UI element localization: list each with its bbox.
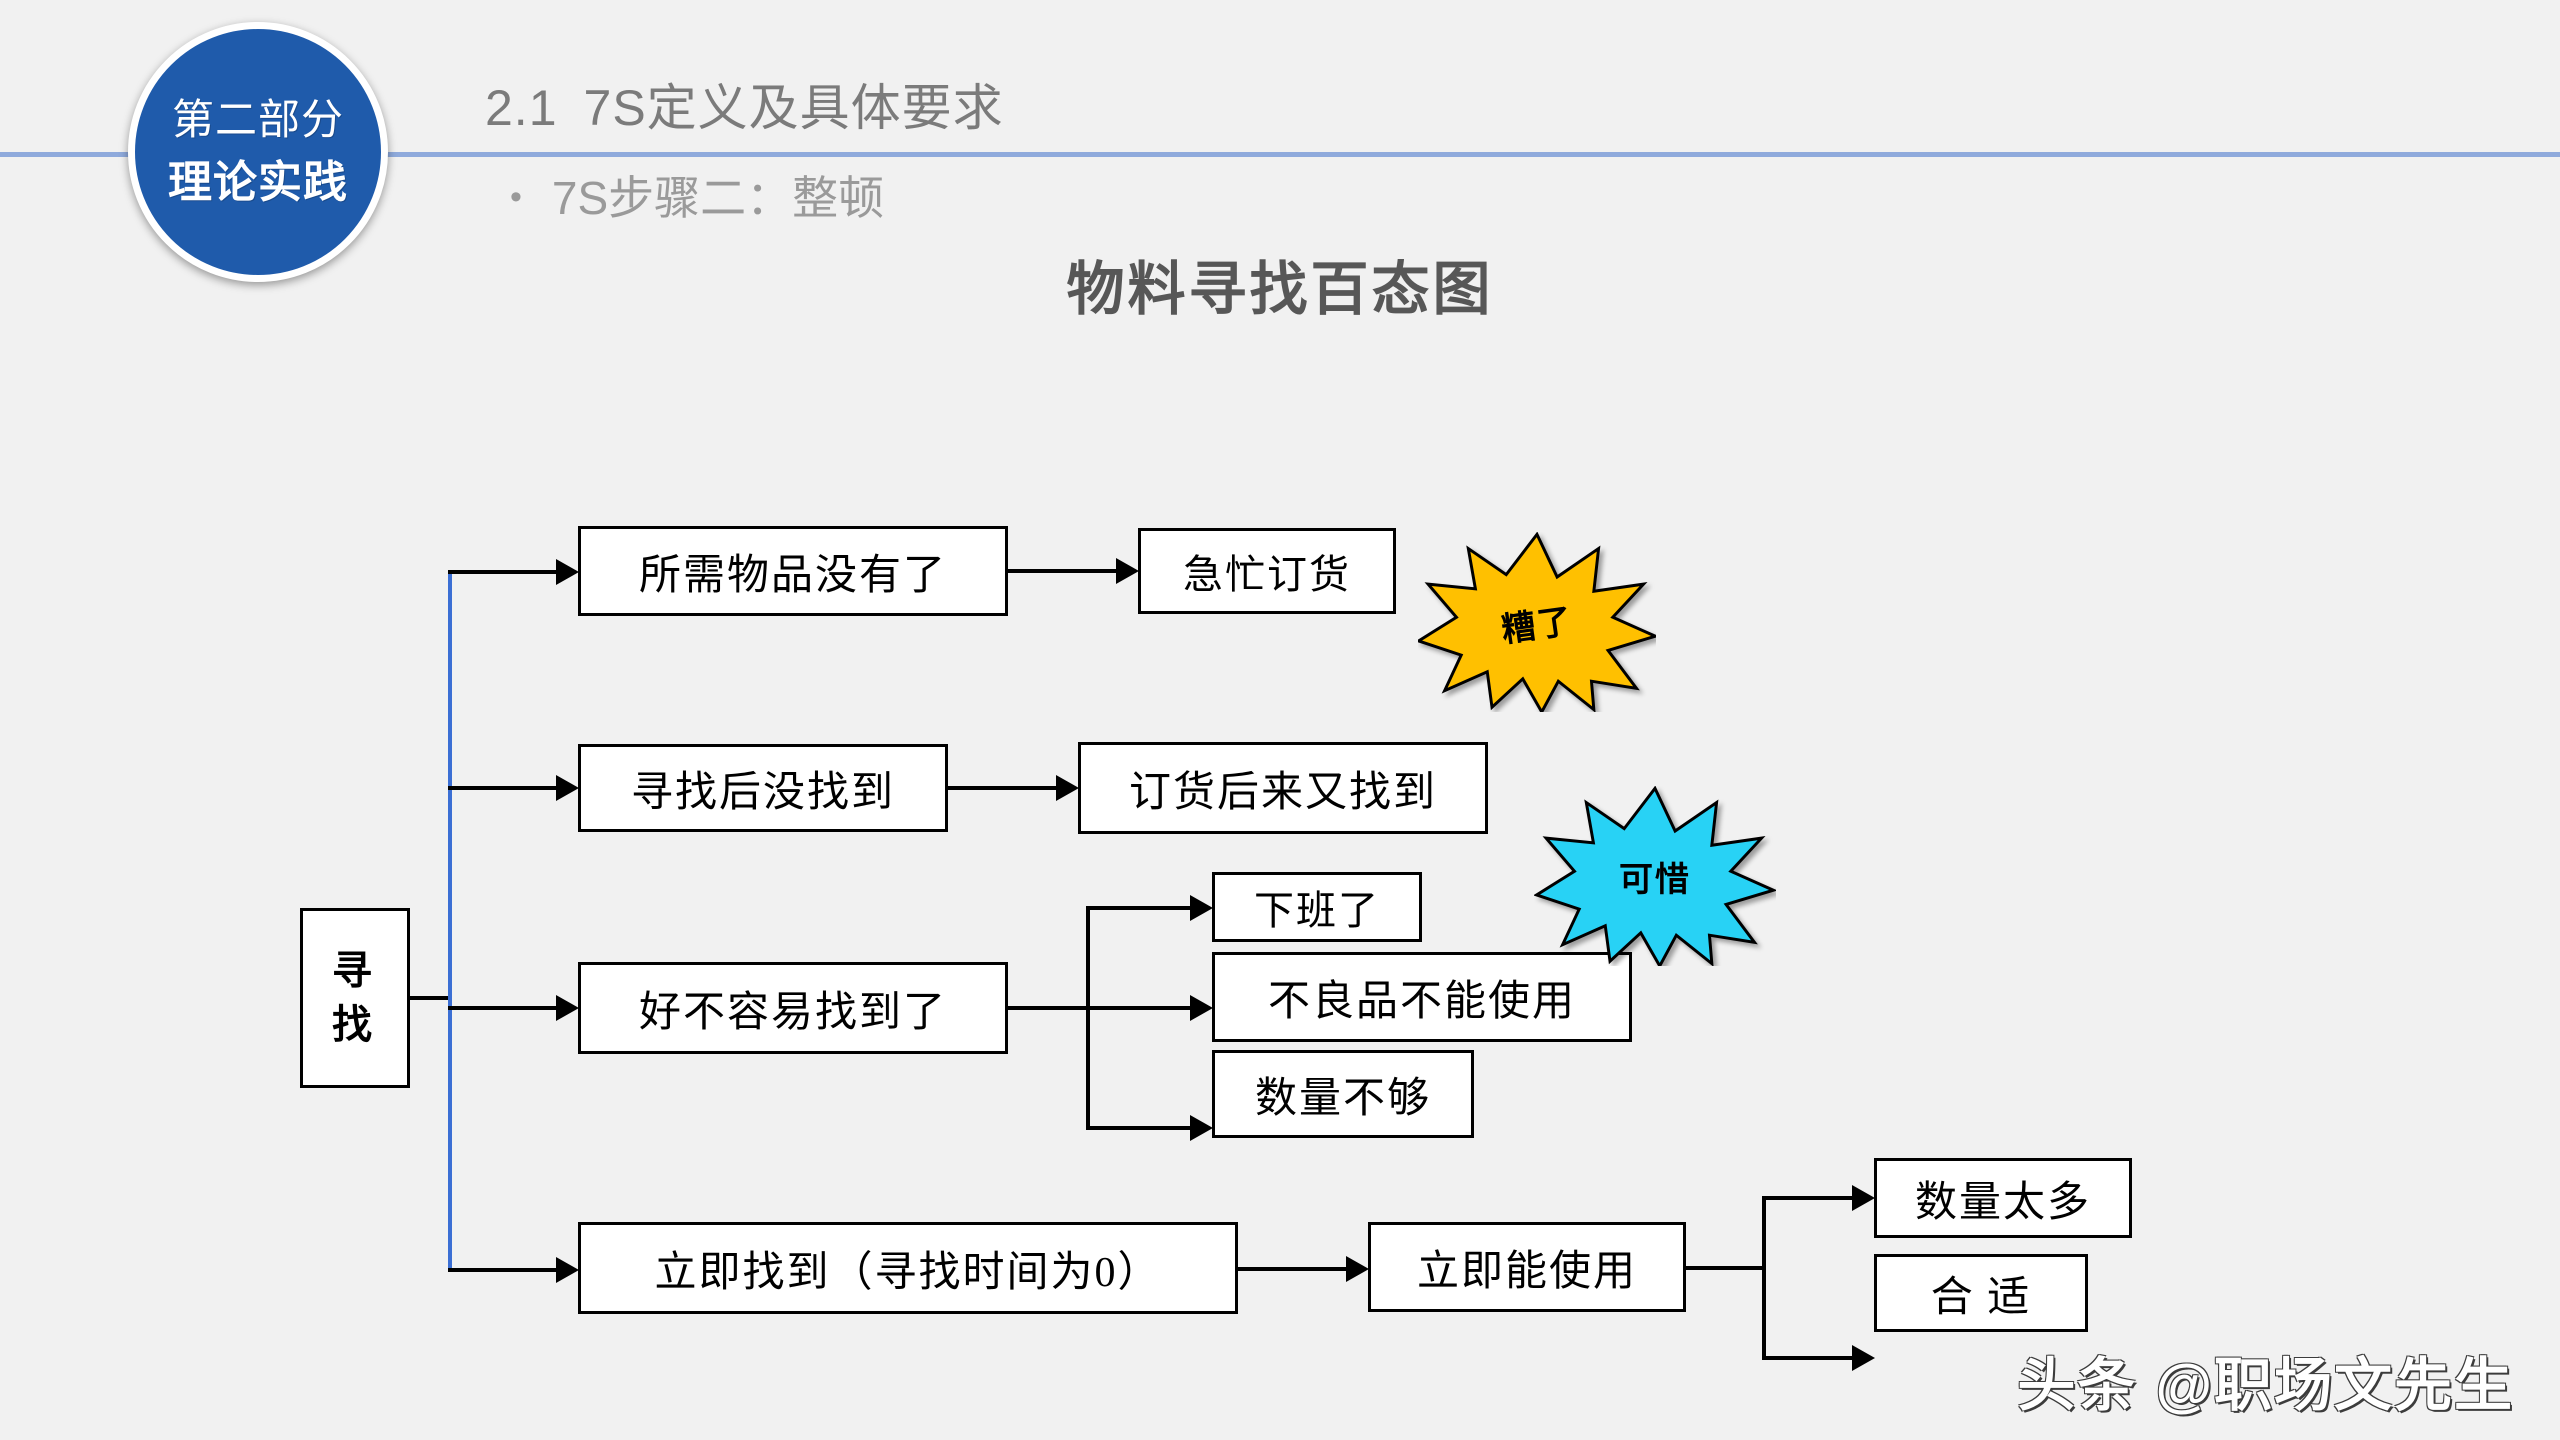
node-effect-4-3-label: 合 适 bbox=[1930, 1274, 2032, 1321]
page-title: 物料寻找百态图 bbox=[1066, 257, 1494, 322]
node-cause-3-label: 好不容易找到了 bbox=[638, 989, 947, 1036]
node-cause-4: 立即找到（寻找时间为0） bbox=[578, 1222, 1238, 1314]
edge-3-1-arrow bbox=[1190, 895, 1213, 921]
edge-4-2-arrow bbox=[1852, 1185, 1875, 1211]
branch-3-line bbox=[448, 1006, 558, 1010]
node-effect-4-2: 数量太多 bbox=[1874, 1158, 2132, 1238]
edge-3-3-arrow bbox=[1190, 1115, 1213, 1141]
edge-3-2-line bbox=[1086, 1006, 1192, 1010]
bullet-point-icon: • bbox=[510, 178, 522, 216]
root-stub-line bbox=[410, 996, 450, 1000]
edge-2-1-line bbox=[948, 786, 1058, 790]
node-effect-2-1-label: 订货后来又找到 bbox=[1128, 769, 1437, 816]
node-effect-3-3-label: 数量不够 bbox=[1254, 1075, 1431, 1122]
branch-1-arrow bbox=[556, 559, 579, 585]
starburst-shape-yellow bbox=[1418, 532, 1656, 712]
node-effect-3-1-label: 下班了 bbox=[1254, 888, 1380, 933]
branch-3-arrow bbox=[556, 995, 579, 1021]
root-node-char-2: 找 bbox=[332, 1002, 378, 1047]
node-effect-1-1-label: 急忙订货 bbox=[1183, 552, 1351, 597]
edge-2-1-arrow bbox=[1056, 775, 1079, 801]
node-effect-4-1: 立即能使用 bbox=[1368, 1222, 1686, 1312]
node-cause-1: 所需物品没有了 bbox=[578, 526, 1008, 616]
node-cause-1-label: 所需物品没有了 bbox=[638, 552, 947, 599]
starburst-warning-label: 糟了 bbox=[1499, 601, 1576, 650]
node-effect-3-3: 数量不够 bbox=[1212, 1050, 1474, 1138]
branch-3-fan-stem bbox=[1008, 1006, 1086, 1010]
edge-4-3-line bbox=[1762, 1356, 1854, 1360]
node-cause-3: 好不容易找到了 bbox=[578, 962, 1008, 1054]
branch-2-arrow bbox=[556, 775, 579, 801]
badge-part-label: 第二部分 bbox=[171, 96, 344, 144]
section-subheading: • 7S步骤二：整顿 bbox=[510, 162, 884, 228]
branch-4-fan-stem bbox=[1686, 1266, 1762, 1270]
section-subheading-text: 7S步骤二：整顿 bbox=[551, 172, 885, 224]
node-effect-4-2-label: 数量太多 bbox=[1914, 1179, 2091, 1226]
branch-1-line bbox=[448, 570, 558, 574]
edge-4-1-line bbox=[1238, 1267, 1348, 1271]
section-heading: 2.1 7S定义及具体要求 bbox=[485, 68, 1004, 140]
node-effect-3-2-label: 不良品不能使用 bbox=[1267, 978, 1576, 1025]
node-effect-2-1: 订货后来又找到 bbox=[1078, 742, 1488, 834]
section-number: 2.1 bbox=[485, 80, 558, 136]
root-node-char-1: 寻 bbox=[332, 948, 378, 993]
branch-4-arrow bbox=[556, 1257, 579, 1283]
edge-3-2-arrow bbox=[1190, 995, 1213, 1021]
starburst-callout-warning: 糟了 bbox=[1418, 532, 1656, 712]
node-effect-3-2: 不良品不能使用 bbox=[1212, 952, 1632, 1042]
section-badge: 第二部分 理论实践 bbox=[128, 22, 388, 282]
node-effect-4-3: 合 适 bbox=[1874, 1254, 2088, 1332]
node-cause-4-label: 立即找到（寻找时间为0） bbox=[654, 1249, 1162, 1296]
branch-spine bbox=[448, 572, 452, 1270]
diagram-root-node: 寻 找 bbox=[300, 908, 410, 1088]
node-effect-4-1-label: 立即能使用 bbox=[1416, 1248, 1637, 1295]
watermark-text: 头条 @职场文先生 bbox=[2017, 1353, 2514, 1418]
node-effect-3-1: 下班了 bbox=[1212, 872, 1422, 942]
edge-4-2-line bbox=[1762, 1196, 1854, 1200]
edge-1-1-arrow bbox=[1116, 558, 1139, 584]
node-cause-2: 寻找后没找到 bbox=[578, 744, 948, 832]
branch-4-fan-spine bbox=[1762, 1196, 1766, 1358]
node-effect-1-1: 急忙订货 bbox=[1138, 528, 1396, 614]
edge-3-1-line bbox=[1086, 906, 1192, 910]
starburst-shape-cyan bbox=[1534, 786, 1776, 966]
edge-3-3-line bbox=[1086, 1126, 1192, 1130]
branch-4-line bbox=[448, 1268, 558, 1272]
branch-3-fan-spine bbox=[1086, 906, 1090, 1130]
badge-theme-label: 理论实践 bbox=[168, 157, 348, 207]
edge-4-1-arrow bbox=[1346, 1256, 1369, 1282]
section-heading-text: 7S定义及具体要求 bbox=[583, 80, 1004, 136]
node-cause-2-label: 寻找后没找到 bbox=[630, 769, 895, 816]
edge-4-3-arrow bbox=[1852, 1345, 1875, 1371]
header-divider-rule bbox=[0, 152, 2560, 157]
edge-1-1-line bbox=[1008, 569, 1118, 573]
starburst-callout-pity: 可惜 bbox=[1534, 786, 1776, 966]
starburst-pity-label: 可惜 bbox=[1619, 860, 1691, 899]
branch-2-line bbox=[448, 786, 558, 790]
